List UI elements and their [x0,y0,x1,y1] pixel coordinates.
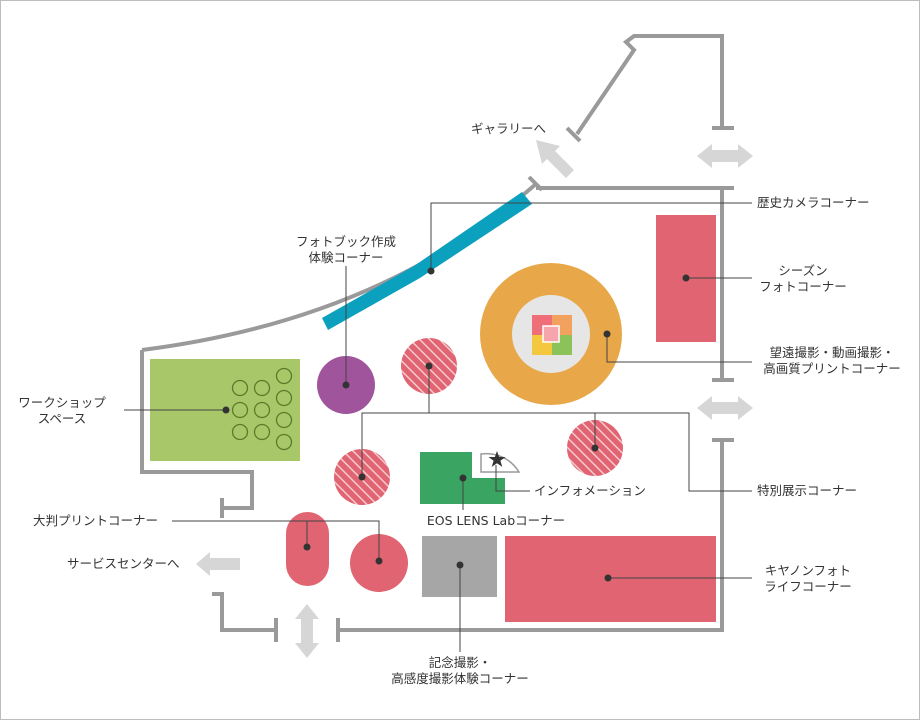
leader-telephoto [606,334,752,363]
dot-special-exhibit-2 [358,473,366,481]
label-canon-photo-life-1[interactable]: キヤノンフォト [765,563,851,578]
star-icon [488,451,506,467]
arrow-right-lower [697,396,753,420]
label-workshop-2[interactable]: スペース [38,411,87,426]
label-eos-lens-lab[interactable]: EOS LENS Labコーナー [427,513,565,528]
walls [140,34,734,642]
label-season-2[interactable]: フォトコーナー [759,279,847,294]
workshop-seat [253,423,271,441]
leader-special-exhibit-main [361,412,752,492]
dot-season [682,274,690,282]
history-camera-corner[interactable] [322,192,532,330]
label-photobook-1[interactable]: フォトブック作成 [296,234,396,249]
dot-eos-lens-lab [459,474,467,482]
wall-gallery-cap-top [565,126,582,143]
dot-workshop [222,406,230,414]
dot-special-exhibit-1 [425,362,433,370]
label-photobook-2[interactable]: 体験コーナー [308,250,383,265]
arrow-service-center [196,552,240,576]
wall-left [140,350,254,510]
workshop-seat [231,401,249,419]
leader-large-print [172,520,380,561]
dot-telephoto [603,330,611,338]
label-season-1[interactable]: シーズン [778,263,827,278]
leader-dots [222,267,690,582]
dot-large-print-circle [375,557,383,565]
leader-lines [124,202,752,652]
dot-canon-photo-life [604,574,612,582]
arrow-gallery [536,140,574,178]
label-commemorative-1[interactable]: 記念撮影・ [429,655,492,670]
wall-upper-right [575,34,724,136]
dot-special-exhibit-3 [591,444,599,452]
workshop-seat [275,389,293,407]
workshop-seat [253,379,271,397]
telephoto-tile-center [542,325,560,343]
information-desk[interactable] [480,451,521,473]
label-telephoto-1[interactable]: 望遠撮影・動画撮影・ [769,345,894,360]
arrow-right-upper [697,144,753,168]
arrow-bottom [295,604,319,658]
workshop-seat [231,423,249,441]
label-telephoto-2[interactable]: 高画質プリントコーナー [763,361,901,376]
label-commemorative-2[interactable]: 高感度撮影体験コーナー [391,671,529,686]
label-large-print[interactable]: 大判プリントコーナー [33,513,158,528]
label-special-exhibit[interactable]: 特別展示コーナー [757,483,857,498]
workshop-seat [275,433,293,451]
dot-large-print-pill [303,543,311,551]
dot-photobook [342,381,350,389]
workshop-seat [275,367,293,385]
workshop-seat [253,401,271,419]
dot-history-camera [427,267,435,275]
telephoto-corner[interactable] [480,263,622,405]
labels: ギャラリーへ 歴史カメラコーナー フォトブック作成 体験コーナー シーズン フォ… [18,121,901,686]
arrows [196,140,753,658]
label-information[interactable]: インフォメーション [534,483,646,498]
label-service-center[interactable]: サービスセンターへ [67,556,180,571]
leader-history-camera [430,202,752,271]
workshop-seats [231,367,293,451]
wall-curved [141,182,538,352]
label-gallery[interactable]: ギャラリーへ [471,121,546,136]
workshop-seat [275,411,293,429]
leader-information [495,465,530,492]
wall-bottom-left [212,592,276,632]
workshop-seat [231,379,249,397]
label-history-camera[interactable]: 歴史カメラコーナー [757,195,870,210]
label-canon-photo-life-2[interactable]: ライフコーナー [764,579,852,594]
label-workshop-1[interactable]: ワークショップ [18,395,106,410]
dot-commemorative [456,561,464,569]
